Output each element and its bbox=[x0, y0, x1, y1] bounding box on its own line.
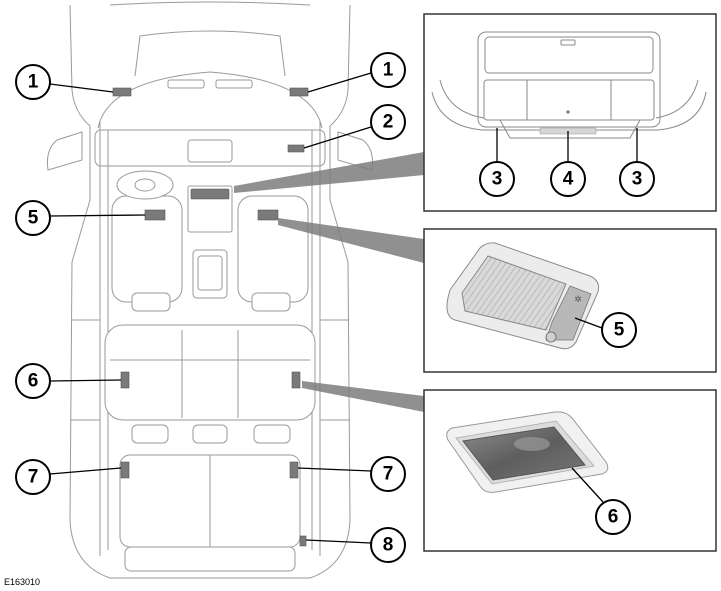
callout-1-front-left: 1 bbox=[15, 64, 114, 100]
rear-headrest-left bbox=[131, 424, 169, 444]
callout-4: 4 bbox=[550, 131, 586, 197]
connector-wedge-middle bbox=[278, 218, 424, 263]
callout-8: 8 bbox=[305, 527, 406, 563]
rear-bench bbox=[104, 324, 316, 421]
lamp-front-right bbox=[289, 87, 309, 97]
callout-1-front-right: 1 bbox=[307, 52, 406, 93]
sun-icon: ✲ bbox=[574, 295, 582, 305]
inset-lamp-5: ✲ 5 bbox=[423, 228, 717, 373]
callout-number: 5 bbox=[28, 208, 39, 229]
figure-code: E163010 bbox=[4, 577, 40, 587]
lamp-5-left bbox=[144, 209, 166, 221]
lamp-2 bbox=[287, 144, 305, 153]
callout-number: 5 bbox=[614, 320, 625, 341]
callout-5-car: 5 bbox=[15, 200, 146, 236]
callout-number: 7 bbox=[28, 467, 39, 488]
lamp-6-left bbox=[120, 371, 130, 389]
steering-hub bbox=[134, 178, 156, 192]
connector-wedge-top bbox=[234, 152, 424, 193]
rear-bumper bbox=[124, 546, 296, 572]
lamp-7-left bbox=[120, 461, 130, 479]
front-bumper bbox=[109, 1, 311, 6]
lamp-strip bbox=[499, 119, 641, 139]
callout-5-inset: 5 bbox=[574, 312, 637, 348]
lamp-6-lens bbox=[462, 426, 586, 481]
console-lid bbox=[197, 255, 223, 291]
sensor-dot bbox=[566, 110, 570, 114]
callout-3-right: 3 bbox=[619, 128, 655, 197]
holder-notch bbox=[560, 39, 576, 46]
lamp-markers bbox=[112, 87, 309, 547]
callout-number: 6 bbox=[608, 507, 619, 528]
lamp-8 bbox=[299, 535, 307, 547]
lamp-5-switch-panel bbox=[545, 285, 592, 341]
callout-2: 2 bbox=[303, 104, 406, 149]
rear-headrest-right bbox=[253, 424, 291, 444]
front-headrest-left bbox=[131, 292, 171, 312]
callout-7-left: 7 bbox=[15, 459, 122, 495]
console-housing bbox=[477, 31, 661, 128]
dashboard bbox=[94, 129, 326, 167]
callout-3-left: 3 bbox=[479, 128, 515, 197]
center-console bbox=[192, 249, 228, 299]
inset-lamp-6: 6 bbox=[423, 389, 717, 552]
callout-number: 7 bbox=[383, 464, 394, 485]
lamp-5-switch-icon bbox=[545, 331, 557, 343]
lamp-5-lens bbox=[461, 255, 567, 331]
lamp-5-right bbox=[257, 209, 279, 221]
callout-number: 4 bbox=[563, 169, 574, 190]
callout-number: 3 bbox=[632, 169, 643, 190]
callout-7-right: 7 bbox=[297, 456, 406, 492]
lamp-7-right bbox=[289, 461, 299, 479]
callout-number: 2 bbox=[383, 112, 394, 133]
left-mirror bbox=[46, 131, 83, 171]
callout-6-car: 6 bbox=[15, 363, 122, 399]
vent-left bbox=[167, 79, 205, 89]
vent-right bbox=[215, 79, 253, 89]
connector-wedge-bottom bbox=[302, 381, 424, 412]
callout-number: 3 bbox=[492, 169, 503, 190]
hood-bulge bbox=[134, 30, 286, 77]
lamp-front-left bbox=[112, 87, 132, 97]
steering-wheel bbox=[116, 170, 174, 200]
lamp-6-lens-highlight bbox=[514, 437, 550, 451]
callout-number: 8 bbox=[383, 535, 394, 556]
headliner-edge-inner bbox=[655, 79, 699, 119]
callout-number: 1 bbox=[28, 72, 39, 93]
sunglass-holder bbox=[484, 36, 654, 74]
vehicle-top-view bbox=[46, 1, 374, 579]
body-outline bbox=[69, 4, 351, 579]
callout-number: 6 bbox=[28, 371, 39, 392]
windshield bbox=[97, 71, 323, 129]
lamp-6-right bbox=[291, 371, 301, 389]
center-stack bbox=[187, 139, 233, 163]
callout-number: 1 bbox=[383, 60, 394, 81]
rear-headrest-center bbox=[192, 424, 228, 444]
inset-overhead-console: 3 4 3 bbox=[423, 13, 717, 212]
callout-6-inset: 6 bbox=[571, 467, 631, 535]
front-headrest-right bbox=[251, 292, 291, 312]
overhead-console-lamp bbox=[190, 188, 230, 200]
